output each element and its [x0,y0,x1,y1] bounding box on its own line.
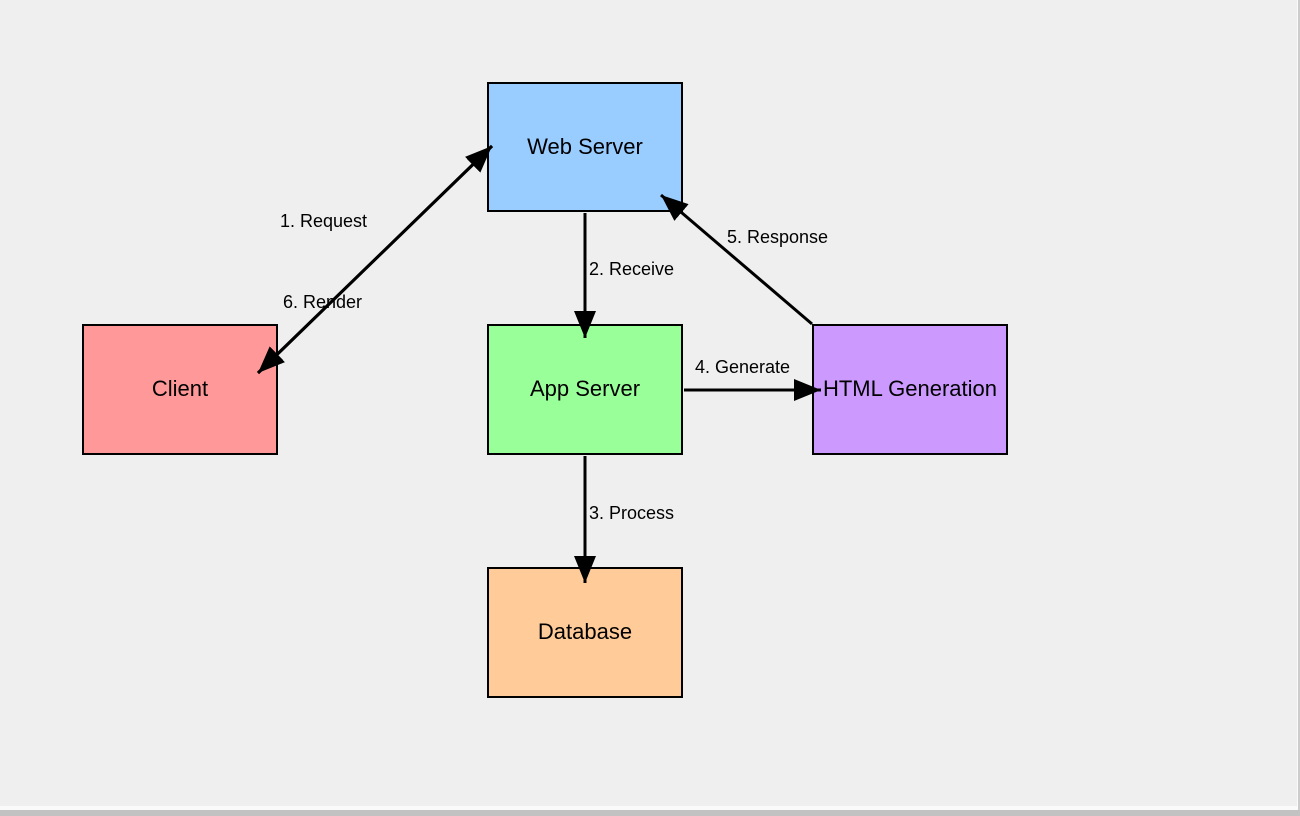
node-app-server: App Server [487,324,683,455]
edge-render-line [256,144,494,375]
edge-label-generate: 4. Generate [695,357,791,377]
node-client-label: Client [151,376,209,402]
node-database-label: Database [537,619,633,645]
edge-label-response: 5. Response [727,227,829,247]
node-web-server-label: Web Server [527,133,643,159]
edge-response-line [660,193,813,326]
node-client: Client [82,324,278,455]
edge-label-process: 3. Process [589,503,675,523]
node-database: Database [487,567,683,698]
node-app-server-label: App Server [529,376,641,402]
edge-label-request: 1. Request [280,211,368,231]
node-html-generation: HTML Generation [812,324,1008,455]
node-html-generation-label: HTML Generation [822,376,998,402]
edge-label-render: 6. Render [283,292,363,312]
bottom-window-edge [0,810,1300,816]
bottom-edge-highlight [0,806,1300,810]
edge-request-line [256,144,494,375]
node-web-server: Web Server [487,82,683,212]
right-window-edge [1297,0,1300,810]
edge-label-receive: 2. Receive [589,259,675,279]
